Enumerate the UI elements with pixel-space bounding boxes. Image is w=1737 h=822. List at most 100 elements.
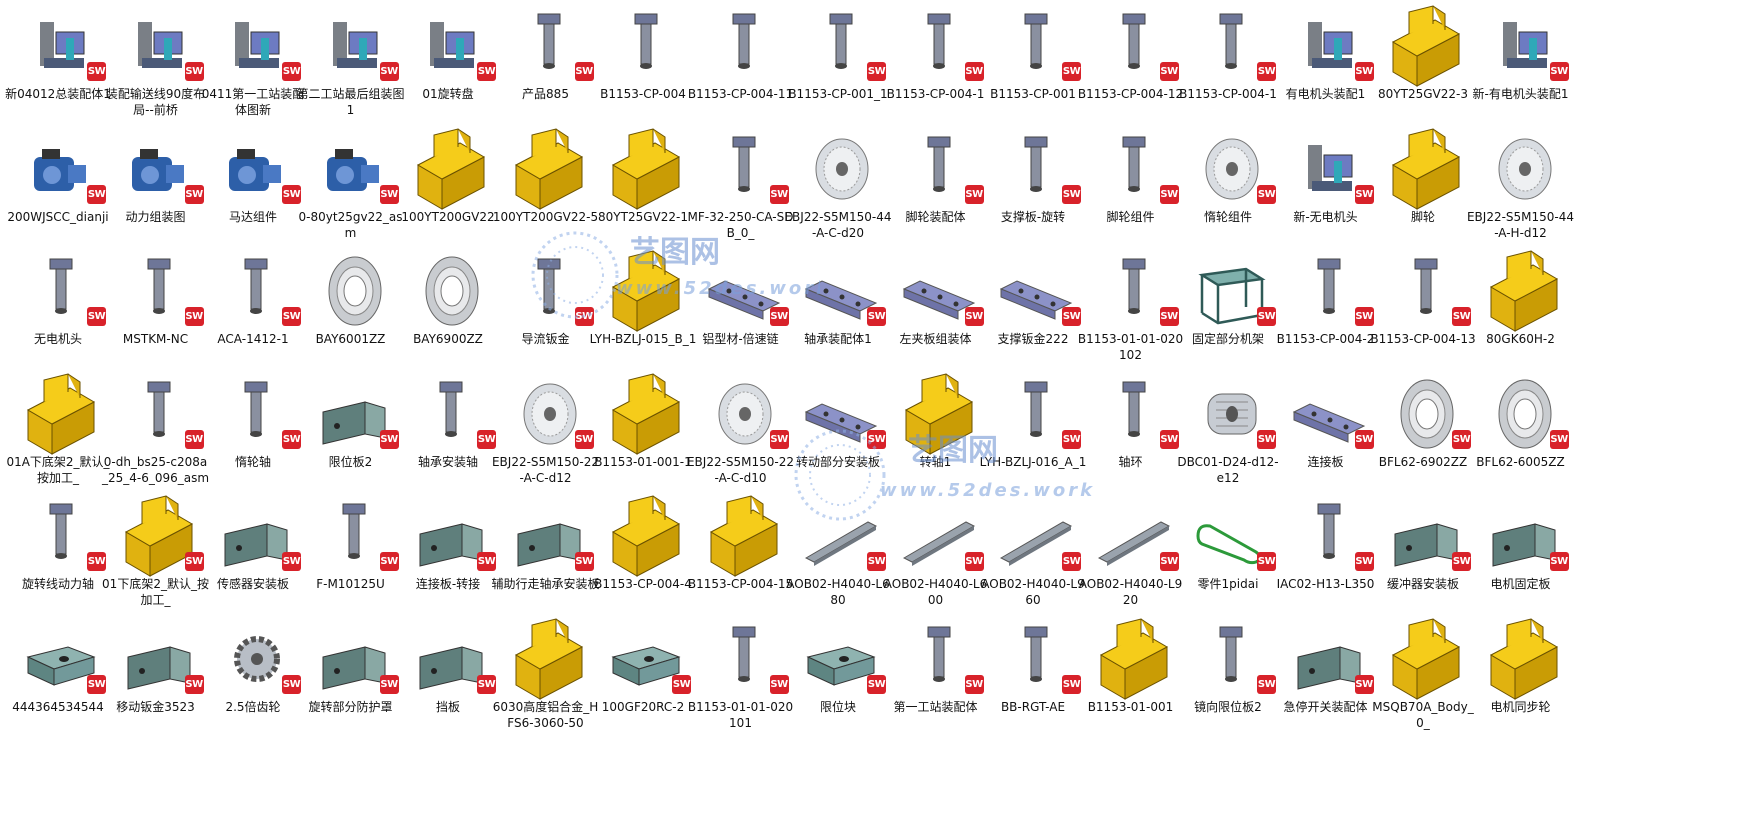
file-item[interactable]: 100YT200GV22-5 bbox=[492, 123, 600, 259]
file-item[interactable]: 脚轮 bbox=[1369, 123, 1477, 259]
file-item[interactable]: 80GK60H-2 bbox=[1467, 245, 1575, 381]
file-item[interactable]: B1153-CP-004-4 bbox=[589, 490, 697, 626]
file-item[interactable]: 80YT25GV22-1 bbox=[589, 123, 697, 259]
part-icon bbox=[1095, 372, 1173, 456]
file-item[interactable]: B1153-CP-004 bbox=[589, 0, 697, 136]
file-item[interactable]: 6030高度铝合金_HFS6-3060-50 bbox=[492, 613, 600, 749]
file-item[interactable]: EBJ22-S5M150-44-A-H-d12 bbox=[1467, 123, 1575, 259]
file-item[interactable]: BAY6001ZZ bbox=[297, 245, 405, 381]
file-item[interactable]: 转轴1 bbox=[882, 368, 990, 504]
assembly-icon bbox=[1290, 127, 1368, 211]
file-item[interactable]: B1153-CP-004-11 bbox=[687, 0, 795, 136]
file-item[interactable]: MSQB70A_Body_0_ bbox=[1369, 613, 1477, 749]
file-item[interactable]: B1153-01-001-1 bbox=[589, 368, 697, 504]
file-item[interactable]: 80YT25GV22-3 bbox=[1369, 0, 1477, 136]
file-item[interactable]: BAY6900ZZ bbox=[394, 245, 502, 381]
file-item[interactable]: B1153-01-001 bbox=[1077, 613, 1185, 749]
file-item[interactable]: EBJ22-S5M150-44-A-C-d20 bbox=[784, 123, 892, 259]
file-item[interactable]: 01A下底架2_默认_按加工_ bbox=[4, 368, 112, 504]
file-item[interactable]: 电机同步轮 bbox=[1467, 613, 1575, 749]
file-item[interactable]: 100YT200GV22 bbox=[394, 123, 502, 259]
solidworks-badge-icon: SW bbox=[1159, 552, 1179, 571]
file-item[interactable]: B1153-CP-004-15 bbox=[687, 490, 795, 626]
file-item[interactable]: LYH-BZLJ-015_B_1 bbox=[589, 245, 697, 381]
solidworks-badge-icon: SW bbox=[184, 429, 204, 449]
